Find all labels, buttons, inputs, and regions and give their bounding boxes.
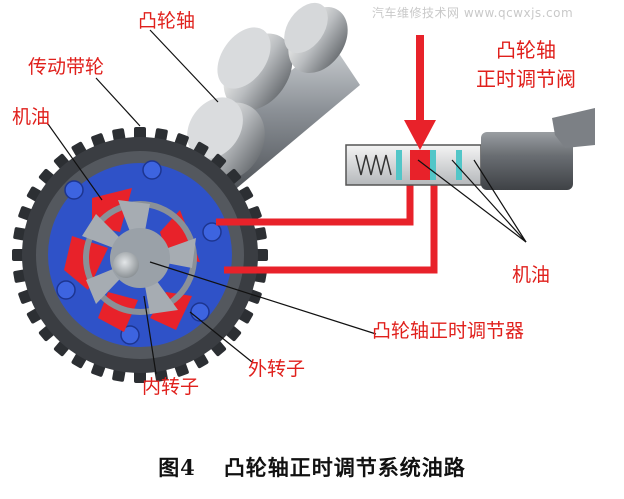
leader-line [47, 123, 103, 201]
cam-lobe [217, 27, 293, 111]
housing-bolt [202, 222, 222, 242]
cam-lobe [284, 2, 348, 74]
leader-line [95, 77, 141, 127]
oil-inlet-arrow [404, 35, 436, 150]
housing-bolt [120, 325, 140, 345]
leader-line [143, 295, 157, 375]
leader-line [417, 159, 527, 243]
watermark: 汽车维修技术网 www.qcwxjs.com [372, 6, 574, 20]
inner-rotor-label: 内转子 [142, 376, 200, 398]
engine-oil-label-right: 机油 [512, 264, 551, 286]
valve-label-line2: 正时调节阀 [476, 67, 576, 91]
figure-number: 图4 [158, 455, 196, 480]
leader-line [451, 159, 527, 243]
leader-line [473, 159, 527, 243]
oil-passage [216, 170, 438, 274]
housing-bolt [64, 180, 84, 200]
engine-oil-label-left: 机油 [12, 106, 51, 128]
housing-bolt [142, 160, 162, 180]
valve-label-line1: 凸轮轴 [496, 38, 556, 62]
figure-caption: 图4 凸轮轴正时调节系统油路 [0, 452, 624, 482]
inner-rotor [82, 200, 196, 314]
leader-line [149, 29, 219, 103]
leader-line [189, 311, 253, 363]
figure-title: 凸轮轴正时调节系统油路 [223, 455, 466, 480]
timing-control-valve [345, 108, 595, 190]
regulator-label: 凸轮轴正时调节器 [372, 320, 525, 342]
leader-line [149, 261, 377, 335]
camshaft [187, 2, 360, 198]
oil-circuit-diagram [12, 2, 595, 383]
housing-bolt [56, 280, 76, 300]
camshaft-label: 凸轮轴 [138, 10, 196, 32]
housing-bolt [190, 302, 210, 322]
drive-pulley-label: 传动带轮 [28, 56, 105, 78]
outer-rotor-label: 外转子 [248, 358, 306, 380]
